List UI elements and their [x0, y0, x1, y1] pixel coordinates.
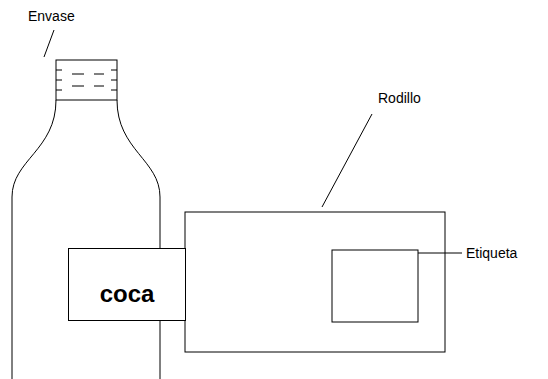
- bottle-outline: [160, 320, 161, 379]
- roller-label: [332, 250, 418, 322]
- bottle-outline: [12, 100, 56, 379]
- bottle-cap: [56, 60, 117, 100]
- leader-line: [44, 30, 54, 57]
- bottle-outline: [117, 100, 160, 248]
- label-text: coca: [100, 280, 155, 320]
- part-name: Envase: [28, 8, 75, 24]
- label-box: coca: [68, 248, 186, 321]
- leader-line: [418, 253, 462, 254]
- leader-line: [322, 114, 372, 207]
- part-name: Rodillo: [378, 90, 421, 106]
- cap-thread: [56, 70, 117, 90]
- part-name: Etiqueta: [466, 245, 517, 261]
- roller: [185, 212, 445, 352]
